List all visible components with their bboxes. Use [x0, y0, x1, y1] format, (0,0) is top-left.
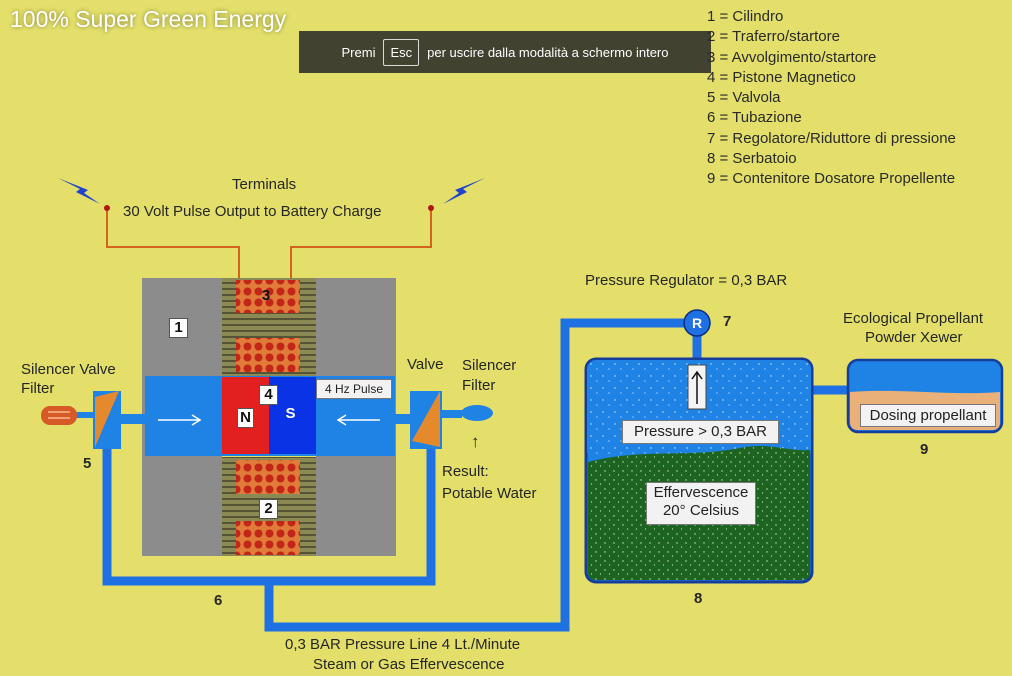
pressure-line-label-2: Steam or Gas Effervescence: [313, 656, 505, 673]
arrow-left-icon: [336, 414, 380, 426]
lightning-icon-right: [428, 178, 485, 211]
label-number-1: 1: [169, 318, 188, 338]
silencer-left-label-2: Filter: [21, 380, 55, 397]
label-number-4: 4: [259, 385, 278, 405]
pipe-line: [102, 318, 848, 632]
tank: [584, 357, 814, 584]
esc-key-badge: Esc: [383, 38, 420, 66]
magnet-n-label: N: [237, 408, 254, 428]
legend-list: 1 = Cilindro 2 = Traferro/startore 3 = A…: [707, 7, 956, 190]
eco-propellant-label-2: Powder Xewer: [865, 329, 963, 346]
legend-item: 9 = Contenitore Dosatore Propellente: [707, 170, 956, 188]
label-number-5: 5: [83, 455, 92, 472]
regulator-letter: R: [692, 315, 703, 331]
label-number-9: 9: [920, 441, 929, 458]
silencer-left-label: Silencer Valve: [21, 361, 116, 378]
valve-right-icon: [395, 391, 462, 449]
terminal-wires: [106, 209, 432, 282]
label-number-7: 7: [723, 313, 732, 330]
legend-item: 6 = Tubazione: [707, 109, 802, 127]
eco-propellant-label: Ecological Propellant: [843, 310, 984, 327]
fullscreen-notice-text: per uscire dalla modalità a schermo inte…: [427, 44, 669, 60]
valve-right-label: Valve: [407, 356, 444, 373]
effervescence-label: Effervescence: [653, 484, 749, 501]
legend-item: 3 = Avvolgimento/startore: [707, 48, 877, 66]
arrow-up-icon: [687, 364, 707, 410]
magnet-s-label: S: [285, 405, 296, 422]
effervescence-temp: 20° Celsius: [662, 502, 740, 519]
pressure-line-label: 0,3 BAR Pressure Line 4 Lt./Minute: [285, 636, 521, 653]
valve-left-icon: [93, 391, 145, 449]
silencer-right-label-2: Filter: [462, 377, 496, 394]
legend-item: 1 = Cilindro: [707, 8, 784, 25]
legend-item: 5 = Valvola: [707, 89, 781, 107]
pressure-regulator-label: Pressure Regulator = 0,3 BAR: [585, 272, 788, 289]
silencer-right-label: Silencer: [462, 357, 517, 374]
legend-item: 8 = Serbatoio: [707, 150, 797, 168]
label-number-6: 6: [214, 592, 223, 609]
legend-item: 2 = Traferro/startore: [707, 28, 840, 46]
legend-item: 4 = Pistone Magnetico: [707, 68, 856, 86]
dosing-label: Dosing propellant: [860, 404, 996, 427]
fullscreen-exit-notice: Premi Esc per uscire dalla modalità a sc…: [299, 31, 711, 73]
arrow-right-icon: [158, 414, 202, 426]
fullscreen-notice-prefix: Premi: [341, 44, 376, 60]
pulse-label: 4 Hz Pulse: [316, 379, 392, 399]
result-label: Result:: [442, 463, 489, 480]
pressure-regulator-icon: [683, 309, 711, 337]
legend-item: 7 = Regolatore/Riduttore di pressione: [707, 129, 956, 147]
lightning-icon-left: [58, 178, 110, 211]
label-number-8: 8: [694, 590, 703, 607]
terminals-subtitle: 30 Volt Pulse Output to Battery Charge: [123, 203, 382, 220]
effervescence-box: Effervescence 20° Celsius: [646, 482, 756, 525]
label-number-2: 2: [259, 499, 278, 519]
result-value: Potable Water: [442, 485, 537, 502]
silencer-filter-right-icon: [461, 405, 493, 421]
pressure-inside-label: Pressure > 0,3 BAR: [622, 420, 779, 444]
silencer-filter-left-icon: [41, 406, 94, 425]
result-arrow-icon: ↑: [471, 432, 480, 451]
terminals-title: Terminals: [232, 176, 297, 193]
label-number-3: 3: [261, 287, 271, 304]
video-title[interactable]: 100% Super Green Energy: [10, 6, 287, 32]
